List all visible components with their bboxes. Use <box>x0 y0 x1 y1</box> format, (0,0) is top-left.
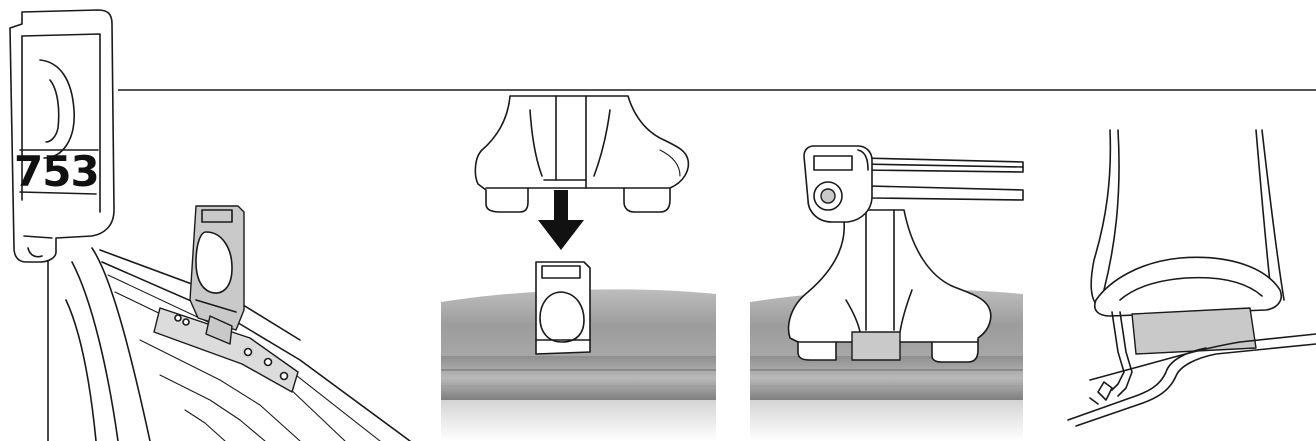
roof-clamp-plate-icon <box>153 205 299 393</box>
roof-rail <box>441 356 716 400</box>
panel-insert <box>441 95 716 441</box>
part-number-label: 753 <box>14 147 99 196</box>
door-frame-clamp-icon <box>1067 311 1316 427</box>
lock-icon <box>803 145 873 223</box>
roof-rail <box>750 356 1023 400</box>
fitting-kit-bracket-icon: 753 <box>9 9 115 263</box>
foot-pad-icon <box>787 209 992 363</box>
foot-section-icon <box>1090 129 1285 355</box>
roof-bar-icon <box>859 157 1024 201</box>
panel-overview: 753 <box>9 9 1316 441</box>
bracket-plate-icon <box>535 261 591 355</box>
foot-pad-icon <box>474 95 690 213</box>
panel-section <box>1067 129 1316 427</box>
panel-mounted <box>750 145 1024 441</box>
arrow-down-icon <box>538 190 584 250</box>
